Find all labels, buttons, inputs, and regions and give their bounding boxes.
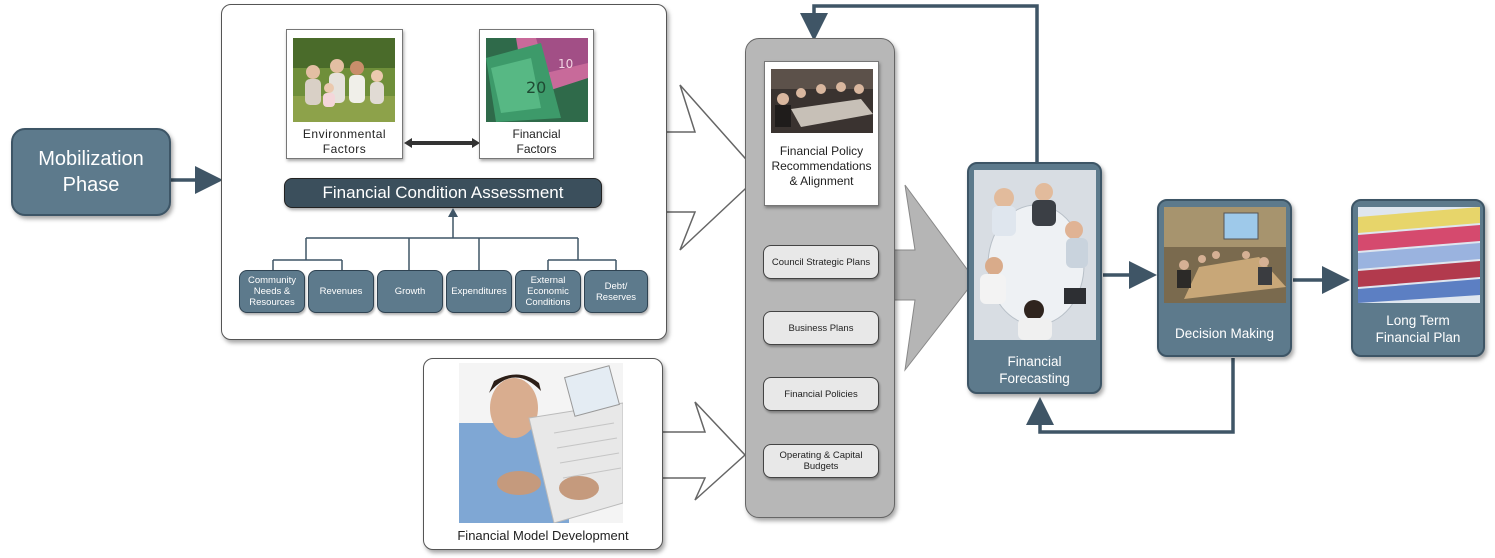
policy-card-line2: Recommendations (771, 159, 872, 173)
factor-external-economic: External Economic Conditions (515, 270, 581, 313)
plan-label: Business Plans (788, 322, 854, 334)
forecasting-label-line2: Forecasting (999, 371, 1070, 386)
long-term-label-line1: Long Term (1386, 313, 1450, 328)
mobilization-label-line2: Phase (62, 174, 120, 196)
decision-making-box: Decision Making (1157, 199, 1292, 357)
boardroom-photo (1164, 207, 1286, 303)
plan-label: Financial Policies (784, 388, 858, 400)
model-photo (459, 363, 623, 523)
model-development-panel: Financial Model Development (423, 358, 663, 550)
factor-label: Revenues (319, 286, 363, 297)
environmental-factors-card: Environmental Factors (286, 29, 403, 159)
business-plans-box: Business Plans (763, 311, 879, 345)
svg-text:20: 20 (526, 78, 546, 97)
assessment-panel: Environmental Factors 20 10 Financial Fa… (221, 4, 667, 340)
factor-label: Debt/ Reserves (595, 280, 637, 303)
model-caption: Financial Model Development (457, 528, 629, 543)
factor-label: Expenditures (451, 286, 507, 297)
environmental-label-line1: Environmental (302, 127, 387, 141)
plan-label: Council Strategic Plans (771, 256, 871, 268)
factors-link-arrow (404, 138, 480, 148)
meeting-photo (771, 69, 873, 133)
forecasting-label-line1: Financial (1007, 354, 1062, 369)
decision-label: Decision Making (1174, 326, 1275, 341)
mobilization-phase-box: Mobilization Phase (11, 128, 171, 216)
factor-label: External Economic Conditions (525, 275, 571, 308)
factor-label: Community Needs & Resources (247, 275, 297, 308)
tabs-photo (1358, 207, 1480, 303)
factor-expenditures: Expenditures (446, 270, 512, 313)
financial-label-line2: Factors (516, 142, 557, 156)
financial-policies-box: Financial Policies (763, 377, 879, 411)
policy-column: Financial Policy Recommendations & Align… (745, 38, 895, 518)
long-term-plan-box: Long Term Financial Plan (1351, 199, 1485, 357)
financial-label-line1: Financial (512, 127, 561, 141)
council-strategic-plans-box: Council Strategic Plans (763, 245, 879, 279)
svg-text:10: 10 (558, 57, 573, 71)
mobilization-label-line1: Mobilization (38, 148, 144, 170)
policy-card-line3: & Alignment (789, 174, 854, 188)
factor-growth: Growth (377, 270, 443, 313)
factor-community-needs: Community Needs & Resources (239, 270, 305, 313)
factor-revenues: Revenues (308, 270, 374, 313)
plan-label: Operating & Capital Budgets (779, 450, 863, 472)
policy-card-line1: Financial Policy (779, 144, 864, 158)
feedback-loop-bottom (1026, 358, 1235, 434)
long-term-label-line2: Financial Plan (1375, 330, 1461, 345)
forecasting-photo (974, 170, 1096, 340)
factor-label: Growth (394, 286, 426, 297)
assessment-tree-lines (272, 208, 617, 270)
currency-photo: 20 10 (486, 38, 588, 122)
factor-debt-reserves: Debt/ Reserves (584, 270, 648, 313)
financial-forecasting-box: Financial Forecasting (967, 162, 1102, 394)
feedback-loop-top (800, 4, 1039, 165)
family-photo (293, 38, 395, 122)
financial-factors-card: 20 10 Financial Factors (479, 29, 594, 159)
operating-capital-budgets-box: Operating & Capital Budgets (763, 444, 879, 478)
environmental-label-line2: Factors (322, 142, 367, 156)
assessment-title: Financial Condition Assessment (322, 183, 564, 202)
policy-card: Financial Policy Recommendations & Align… (764, 61, 879, 206)
assessment-title-bar: Financial Condition Assessment (284, 178, 602, 208)
